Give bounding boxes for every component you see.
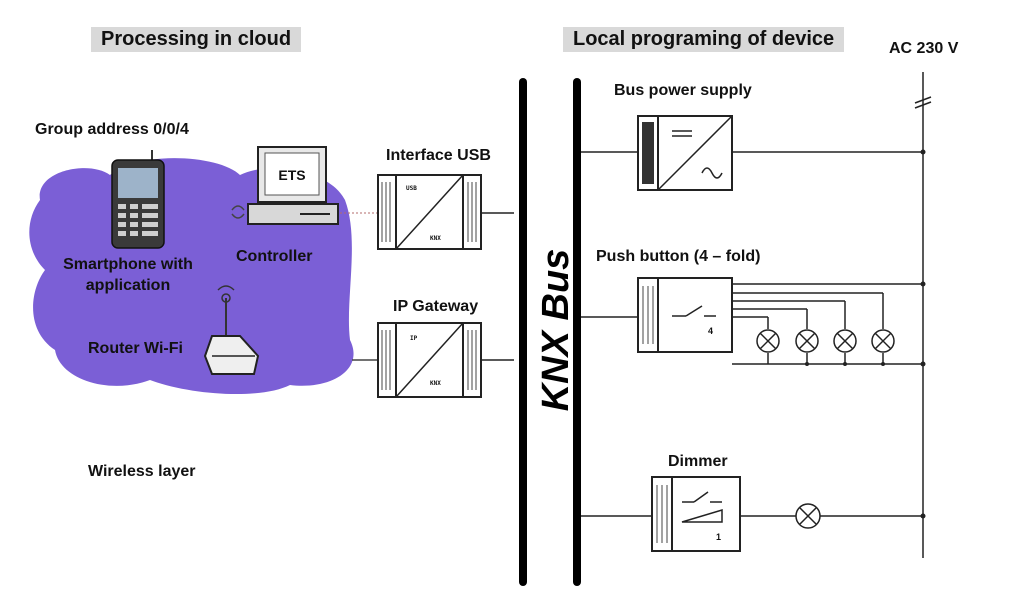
dimmer-device: 1	[651, 476, 741, 552]
ac-voltage-label: AC 230 V	[889, 40, 959, 57]
knx-bus-label: KNX Bus	[535, 249, 577, 412]
ip-port-label: IP	[410, 335, 418, 342]
interface-usb-label: Interface USB	[386, 147, 491, 164]
lamp-3-icon	[833, 329, 857, 353]
usb-port-label: USB	[406, 185, 417, 192]
phase-marks	[914, 96, 932, 109]
push-button-wiring	[732, 283, 923, 365]
dimmer-lamp-icon	[795, 503, 821, 529]
ip-knx-label: KNX	[430, 380, 441, 387]
router-label: Router Wi-Fi	[88, 340, 183, 357]
push-button-device: 4	[637, 277, 733, 353]
dimmer-label: Dimmer	[668, 453, 728, 470]
dimmer-count: 1	[716, 532, 721, 542]
interface-usb-device: USB KNX	[377, 174, 482, 250]
wireless-layer-label: Wireless layer	[88, 463, 196, 480]
computer-icon: ETS	[231, 146, 339, 225]
push-button-label: Push button (4 – fold)	[596, 248, 761, 265]
lamp-1-icon	[756, 329, 780, 353]
ip-gateway-label: IP Gateway	[393, 298, 479, 315]
router-icon	[203, 285, 260, 375]
controller-label: Controller	[236, 248, 313, 265]
lamp-4-icon	[871, 329, 895, 353]
local-section-header: Local programing of device	[563, 27, 845, 52]
cloud-section-header: Processing in cloud	[91, 27, 302, 52]
push-button-count: 4	[708, 326, 713, 336]
bus-power-supply-device	[637, 115, 733, 191]
smartphone-icon	[111, 150, 165, 249]
usb-knx-label: KNX	[430, 235, 441, 242]
smartphone-label: Smartphone with application	[63, 256, 193, 294]
monitor-label: ETS	[278, 167, 305, 183]
lamp-2-icon	[795, 329, 819, 353]
ip-gateway-device: IP KNX	[377, 322, 482, 398]
bus-power-supply-label: Bus power supply	[614, 82, 752, 99]
group-address-label: Group address 0/0/4	[35, 121, 189, 138]
